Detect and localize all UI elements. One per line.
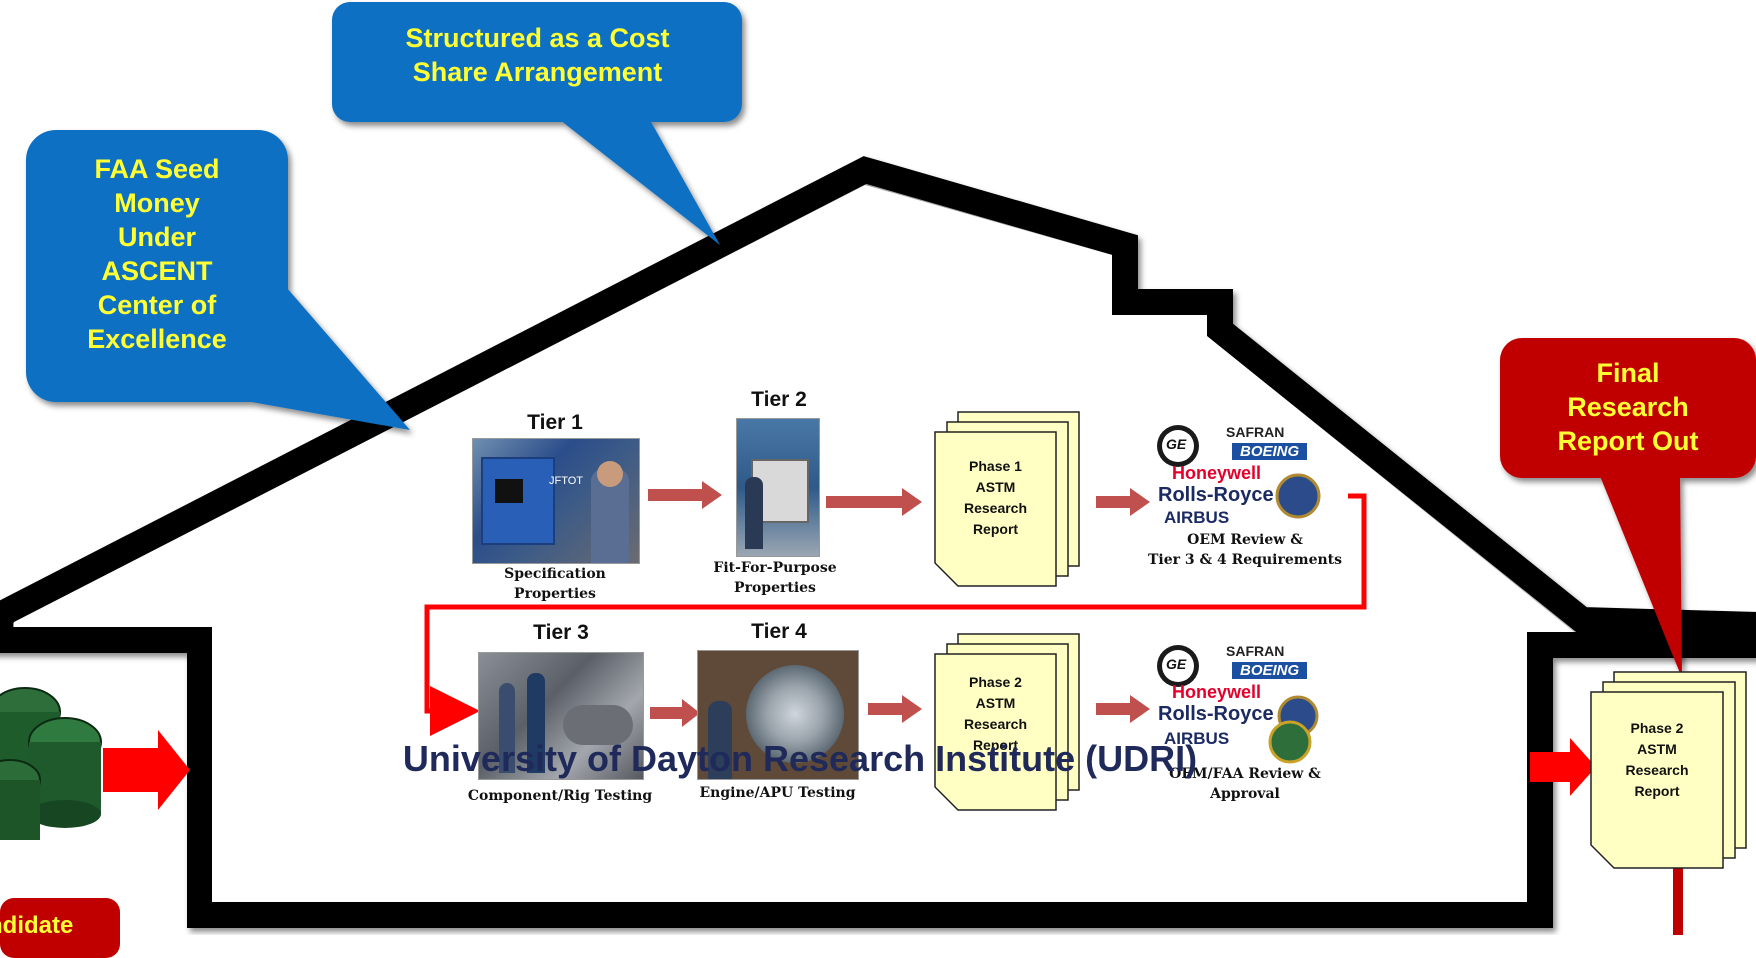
external-line3: Research <box>1625 762 1689 778</box>
row2-arrows <box>650 695 1150 727</box>
airbus-logo-2: AIRBUS <box>1164 729 1230 748</box>
external-line4: Report <box>1634 783 1680 799</box>
final-line-1: Final <box>1596 358 1660 388</box>
honeywell-logo: Honeywell <box>1172 463 1262 483</box>
honeywell-logo-2: Honeywell <box>1172 682 1262 702</box>
tier4-label: Tier 4 <box>751 620 807 643</box>
callout-cost-share-text: Structured as a Cost Share Arrangement <box>340 21 735 89</box>
row1-arrows <box>648 481 1150 516</box>
faa-line-4: ASCENT <box>101 256 213 286</box>
diagram-canvas <box>0 2 1756 935</box>
tier1-photo-label: JFTOT <box>549 475 584 487</box>
tier2-photo <box>736 418 820 557</box>
faa-line-2: Money <box>114 188 200 218</box>
phase1-line1: Phase 1 <box>969 458 1022 474</box>
tier2-caption-line1: Fit-For-Purpose <box>713 560 837 576</box>
faa-line-5: Center of <box>97 290 217 320</box>
tier2-caption-line2: Properties <box>734 580 816 596</box>
boeing-logo: BOEING <box>1232 443 1308 460</box>
oem-caption-row1: OEM Review & Tier 3 & 4 Requirements <box>1120 530 1370 570</box>
rolls-royce-logo: Rolls-Royce <box>1158 484 1274 506</box>
phase2-line4: Report <box>972 737 1019 753</box>
tier1-caption: Specification Properties <box>470 564 640 604</box>
logo-cluster-row2 <box>1157 645 1319 764</box>
phase1-line2: ASTM <box>975 479 1016 495</box>
external-report-text: Phase 2 ASTM Research Report <box>1591 718 1723 802</box>
phase2-line1: Phase 2 <box>969 674 1022 690</box>
ge-logo-2: GE <box>1166 656 1187 672</box>
doc-stack-phase1 <box>934 411 1080 587</box>
tier3-label: Tier 3 <box>533 621 589 644</box>
house-title: University of Dayton Research Institute … <box>402 738 1198 779</box>
fuel-barrels <box>0 687 102 840</box>
tier1-caption-line1: Specification <box>504 566 606 582</box>
house-outline <box>0 156 1756 928</box>
callout-final-report-text: Final Research Report Out <box>1500 356 1756 458</box>
callout-faa-seed <box>26 130 410 430</box>
callout-candidate: ndidate <box>0 898 120 958</box>
oem-row1-line1: OEM Review & <box>1187 532 1303 548</box>
tier4-photo <box>697 650 859 780</box>
tier3-photo <box>478 652 644 780</box>
safran-logo-2: SAFRAN <box>1226 643 1285 659</box>
oem-row1-line2: Tier 3 & 4 Requirements <box>1148 552 1342 568</box>
logo-cluster-row1 <box>1157 425 1321 519</box>
final-line-2: Research <box>1567 392 1689 422</box>
callout-faa-seed-text: FAA Seed Money Under ASCENT Center of Ex… <box>26 152 288 356</box>
connector-row1-to-row2 <box>424 493 1367 736</box>
tier1-photo: JFTOT <box>472 438 640 564</box>
callout-cost-share-label: Structured as a Cost Share Arrangement <box>405 23 670 87</box>
boeing-logo-2: BOEING <box>1232 662 1308 679</box>
oem-caption-row2: OEM/FAA Review & Approval <box>1150 764 1340 804</box>
tier1-caption-line2: Properties <box>514 586 596 602</box>
phase2-line2: ASTM <box>975 695 1016 711</box>
faa-line-6: Excellence <box>87 324 227 354</box>
airbus-logo: AIRBUS <box>1164 508 1230 527</box>
external-line2: ASTM <box>1637 741 1677 757</box>
tier4-caption: Engine/APU Testing <box>699 785 856 801</box>
rolls-royce-logo-2: Rolls-Royce <box>1158 703 1274 725</box>
phase1-line3: Research <box>963 500 1028 516</box>
external-line1: Phase 2 <box>1630 720 1684 736</box>
faa-line-1: FAA Seed <box>94 154 220 184</box>
oem-row2-line2: Approval <box>1210 786 1280 802</box>
faa-line-3: Under <box>117 222 196 252</box>
final-line-3: Report Out <box>1557 426 1699 456</box>
phase2-line3: Research <box>963 716 1028 732</box>
callout-candidate-text: ndidate <box>0 912 74 939</box>
tier2-caption: Fit-For-Purpose Properties <box>695 558 855 598</box>
safran-logo: SAFRAN <box>1226 424 1285 440</box>
output-arrow <box>1530 738 1596 796</box>
callout-cost-share <box>332 2 742 245</box>
tier3-caption: Component/Rig Testing <box>467 788 653 804</box>
oem-row2-line1: OEM/FAA Review & <box>1169 766 1321 782</box>
doc-stack-phase2 <box>934 633 1080 811</box>
ge-logo: GE <box>1166 436 1187 452</box>
tier2-label-text: Tier 2 <box>751 388 807 411</box>
callout-final-report <box>1500 338 1756 678</box>
phase2-report-text: Phase 2 ASTM Research Report <box>935 672 1056 756</box>
input-arrow <box>103 730 190 810</box>
phase1-report-text: Phase 1 ASTM Research Report <box>935 456 1056 540</box>
output-stem <box>1673 865 1683 935</box>
doc-stack-external <box>1590 671 1747 869</box>
phase1-line4: Report <box>972 521 1019 537</box>
tier1-label: Tier 1 <box>527 411 583 434</box>
